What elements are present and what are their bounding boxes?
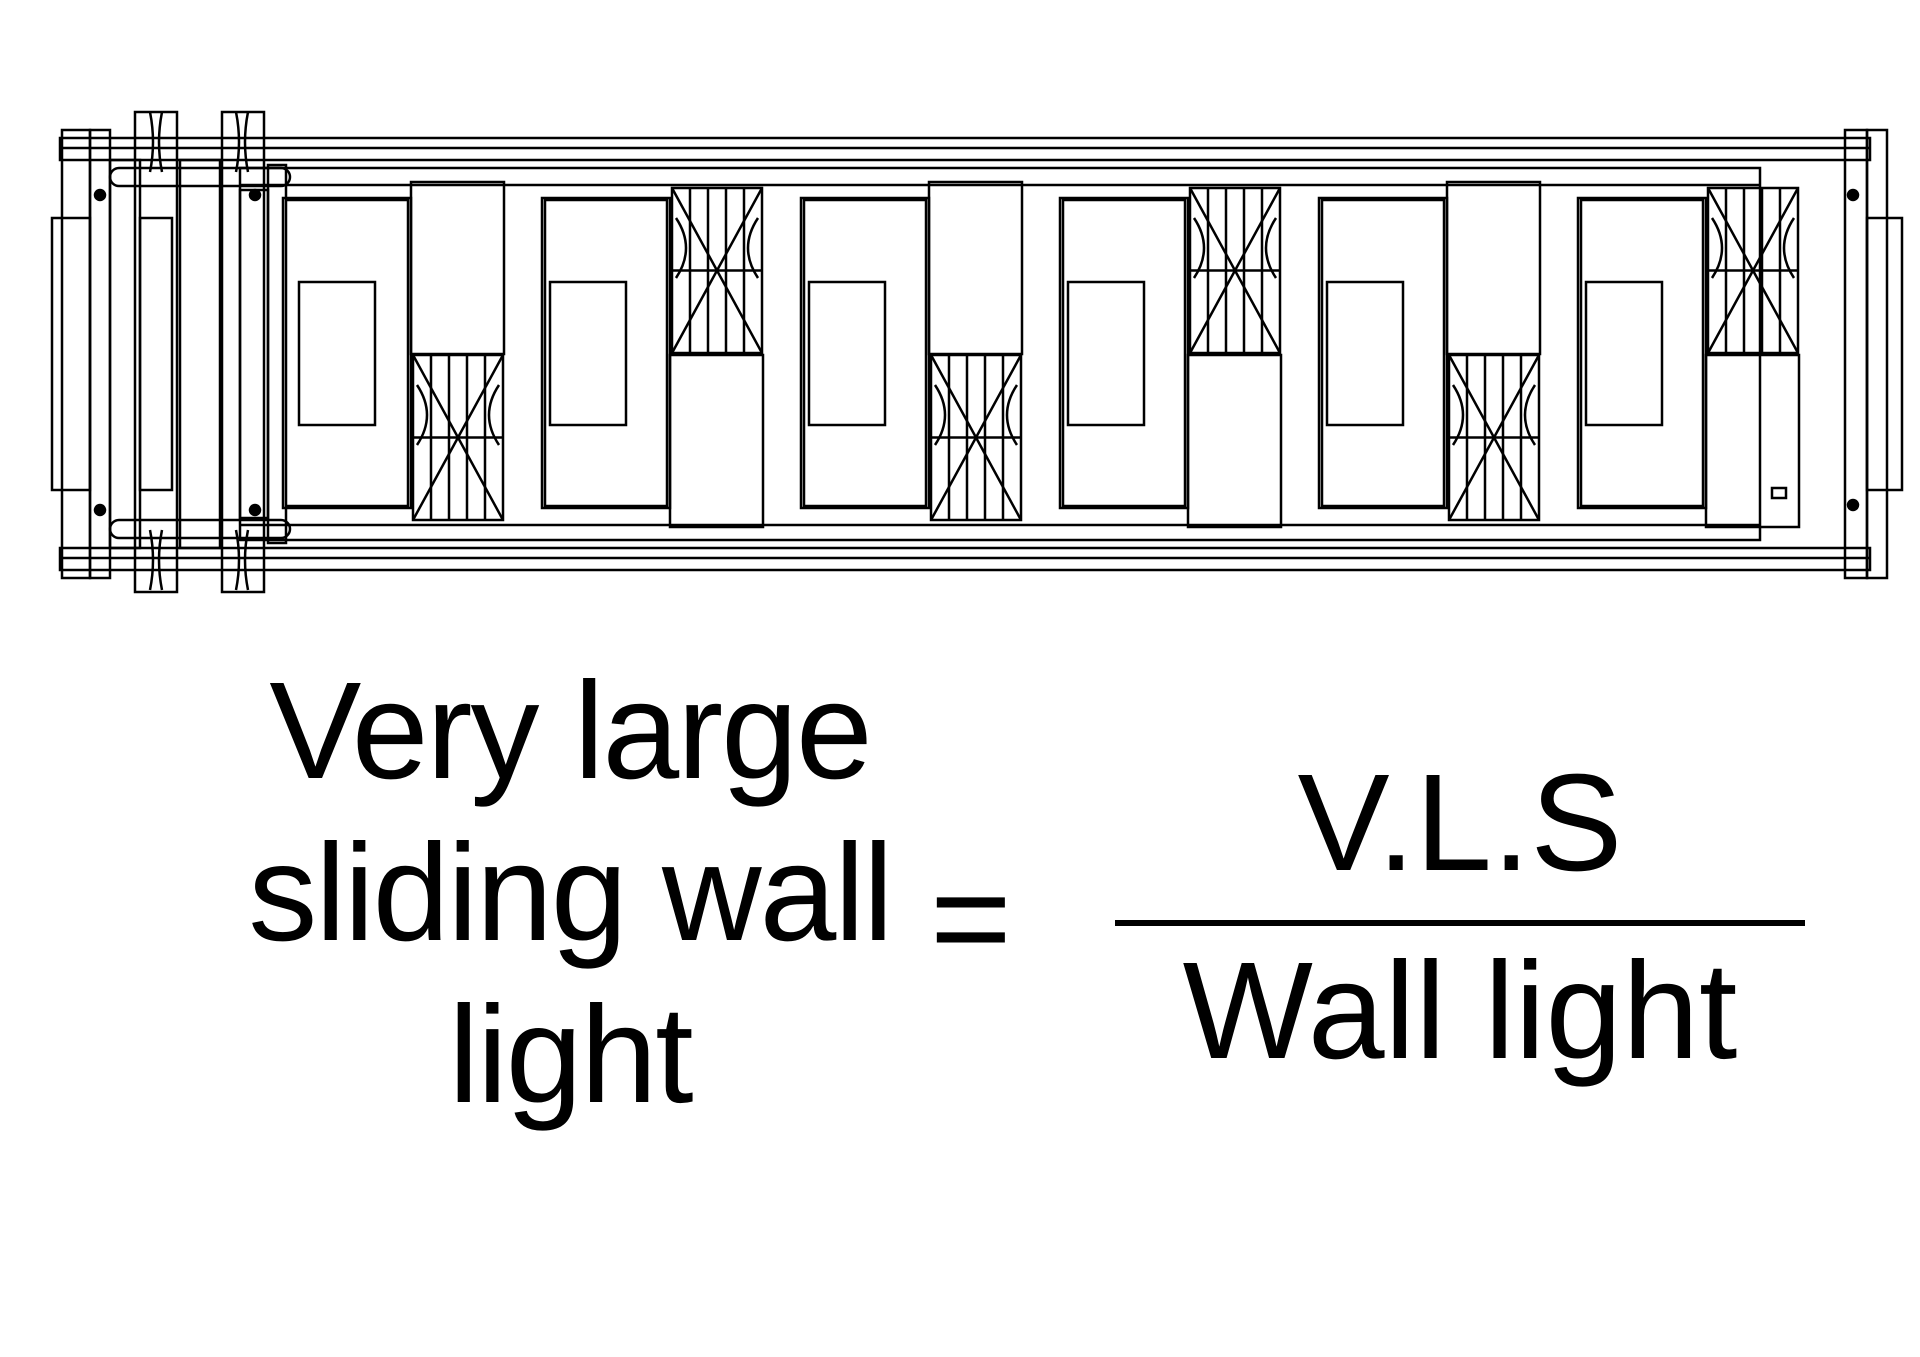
truss-arc <box>1192 217 1278 279</box>
fraction-bar <box>1115 920 1805 926</box>
truss-group <box>1706 186 1800 355</box>
truss-brace <box>411 354 505 521</box>
panel-inner <box>284 198 410 508</box>
panel-spacer <box>409 180 506 356</box>
truss-brace <box>670 187 764 354</box>
truss-group <box>411 353 505 522</box>
panel-window <box>1066 280 1146 427</box>
panel-spacer <box>1186 353 1283 529</box>
truss-arc <box>933 384 1019 446</box>
sliding-panels <box>281 180 1801 529</box>
sliding-panel <box>540 196 765 529</box>
lhs-term: Very large sliding wall light <box>90 650 1050 1136</box>
panel-outline <box>540 196 672 510</box>
left-stacking-assembly <box>50 110 292 594</box>
truss-brace <box>1188 187 1282 354</box>
fraction-denominator: Wall light <box>1182 934 1738 1088</box>
truss-brace <box>929 354 1023 521</box>
panel-window <box>297 280 377 427</box>
panel-spacer <box>1704 353 1801 529</box>
sliding-panel <box>799 180 1024 510</box>
panel-outline <box>799 196 931 510</box>
panel-spacer <box>927 180 1024 356</box>
panel-spacer <box>668 353 765 529</box>
panel-outline <box>1058 196 1190 510</box>
sliding-panel <box>1058 196 1283 529</box>
truss-groups <box>411 186 1800 522</box>
sliding-wall-plan-drawing <box>50 110 1904 594</box>
panel-window <box>1584 280 1664 427</box>
panel-inner <box>1579 198 1705 508</box>
panel-outline <box>1317 196 1449 510</box>
lhs-line-3: light <box>448 978 693 1132</box>
truss-group <box>670 186 764 355</box>
truss-arc <box>1710 217 1796 279</box>
sliding-panel <box>281 180 506 510</box>
fraction-numerator: V.L.S <box>1297 746 1623 900</box>
panel-inner <box>543 198 669 508</box>
right-end-assembly <box>1770 128 1904 580</box>
panel-inner <box>802 198 928 508</box>
panel-inner <box>1061 198 1187 508</box>
panel-outline <box>281 196 413 510</box>
truss-group <box>929 353 1023 522</box>
lhs-line-1: Very large <box>269 654 872 808</box>
panel-window <box>807 280 887 427</box>
sliding-panel <box>1317 180 1542 510</box>
lhs-line-2: sliding wall <box>248 816 893 970</box>
panel-outline <box>1576 196 1708 510</box>
truss-brace <box>1447 354 1541 521</box>
truss-group <box>1447 353 1541 522</box>
panel-window <box>548 280 628 427</box>
sliding-panel <box>1576 196 1801 529</box>
panel-window <box>1325 280 1405 427</box>
truss-arc <box>415 384 501 446</box>
truss-arc <box>674 217 760 279</box>
truss-group <box>1188 186 1282 355</box>
truss-brace <box>1706 187 1800 354</box>
panel-spacer <box>1445 180 1542 356</box>
equals-sign: = <box>930 839 1012 996</box>
panel-inner <box>1320 198 1446 508</box>
truss-arc <box>1451 384 1537 446</box>
